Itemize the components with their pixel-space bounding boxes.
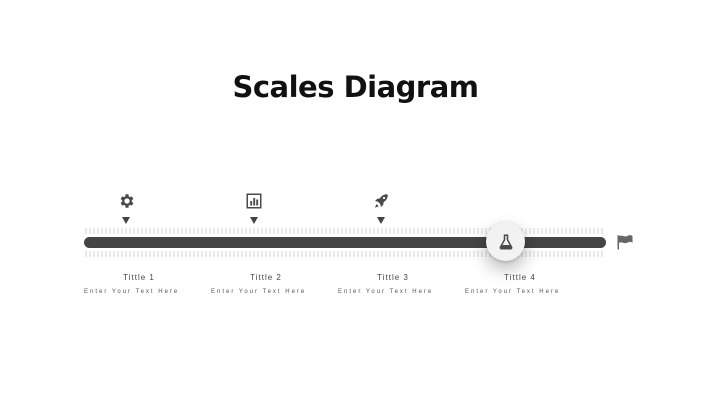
scale-knob[interactable] xyxy=(486,222,525,261)
step-3-marker xyxy=(377,217,385,224)
step-4-description: Enter Your Text Here xyxy=(465,289,561,295)
rocket-icon xyxy=(372,192,390,210)
scale-progress-fill xyxy=(84,237,507,248)
step-1-title: Tittle 1 xyxy=(123,273,155,282)
step-4-title: Tittle 4 xyxy=(504,273,536,282)
step-3-title: Tittle 3 xyxy=(377,273,409,282)
step-2-marker xyxy=(250,217,258,224)
gear-icon xyxy=(118,192,136,210)
bar-chart-icon xyxy=(245,192,263,210)
flag-icon xyxy=(616,234,634,250)
step-1-marker xyxy=(122,217,130,224)
scale-remaining-fill xyxy=(500,237,606,248)
flask-icon xyxy=(497,233,515,251)
page-title: Scales Diagram xyxy=(232,70,479,104)
step-1-description: Enter Your Text Here xyxy=(84,289,180,295)
step-2-description: Enter Your Text Here xyxy=(211,289,307,295)
step-2-title: Tittle 2 xyxy=(250,273,282,282)
step-3-description: Enter Your Text Here xyxy=(338,289,434,295)
